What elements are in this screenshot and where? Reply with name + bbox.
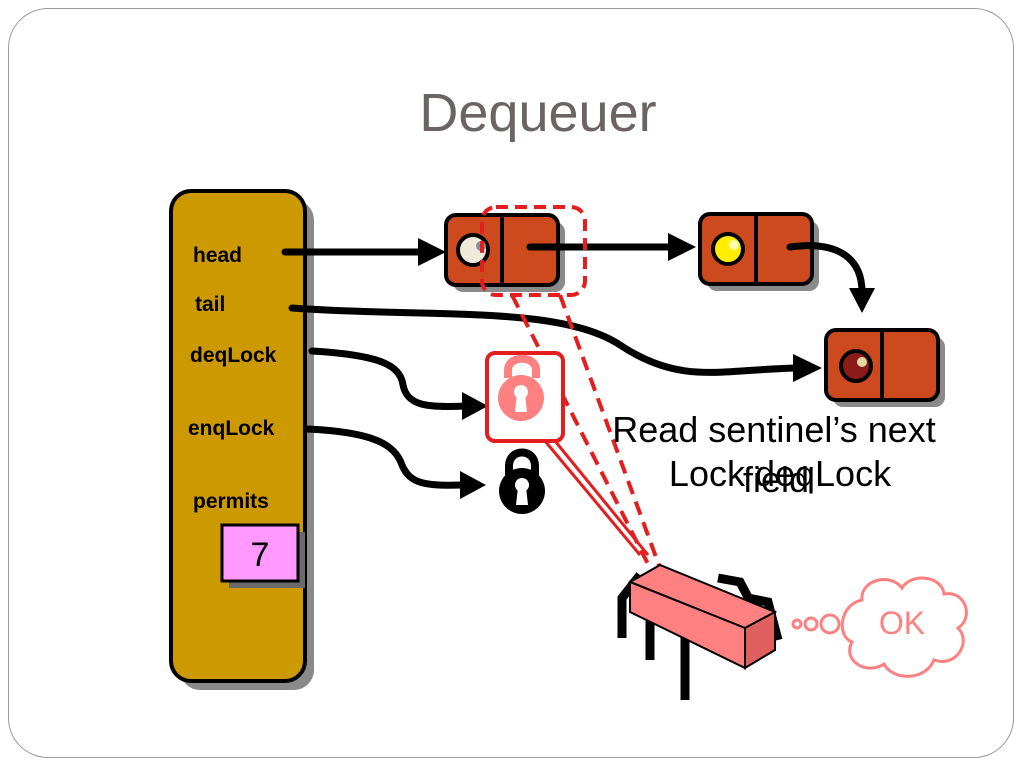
- arrowheads: [418, 233, 875, 499]
- second-node: [698, 212, 819, 291]
- pointers: [281, 242, 866, 489]
- permits-box: 7: [220, 523, 305, 588]
- deqlock-lock-icon: [485, 351, 565, 443]
- thread-bug-icon: [617, 563, 783, 700]
- field-enqlock-label: enqLock: [188, 417, 275, 440]
- thought-bubble: OK: [791, 576, 968, 678]
- field-permits-label: permits: [193, 490, 269, 513]
- tail-pointer-arrow: [288, 304, 799, 376]
- permits-value: 7: [251, 536, 270, 574]
- enqlock-lock-icon: [499, 448, 545, 514]
- sentinel-next-highlight: [480, 205, 662, 569]
- yellow-value-dot: [711, 232, 745, 266]
- tail-node: [824, 328, 945, 407]
- dark-value-dot: [839, 349, 873, 383]
- enqlock-pointer-arrow: [303, 425, 467, 489]
- caption-lock-deqlock: Lock deqLock: [669, 453, 892, 494]
- lock-callout-lines: [543, 440, 650, 556]
- caption-field: field: [743, 459, 809, 500]
- field-head-label: head: [193, 244, 242, 267]
- field-tail-label: tail: [195, 293, 225, 316]
- second-next-arrow: [786, 242, 866, 296]
- thought-text: OK: [879, 605, 925, 641]
- caption-read-sentinel: Read sentinel’s next: [612, 409, 936, 450]
- deqlock-pointer-arrow: [308, 347, 469, 410]
- field-deqlock-label: deqLock: [190, 344, 277, 367]
- slide-title: Dequeuer: [419, 83, 657, 143]
- sentinel-node: [444, 213, 565, 292]
